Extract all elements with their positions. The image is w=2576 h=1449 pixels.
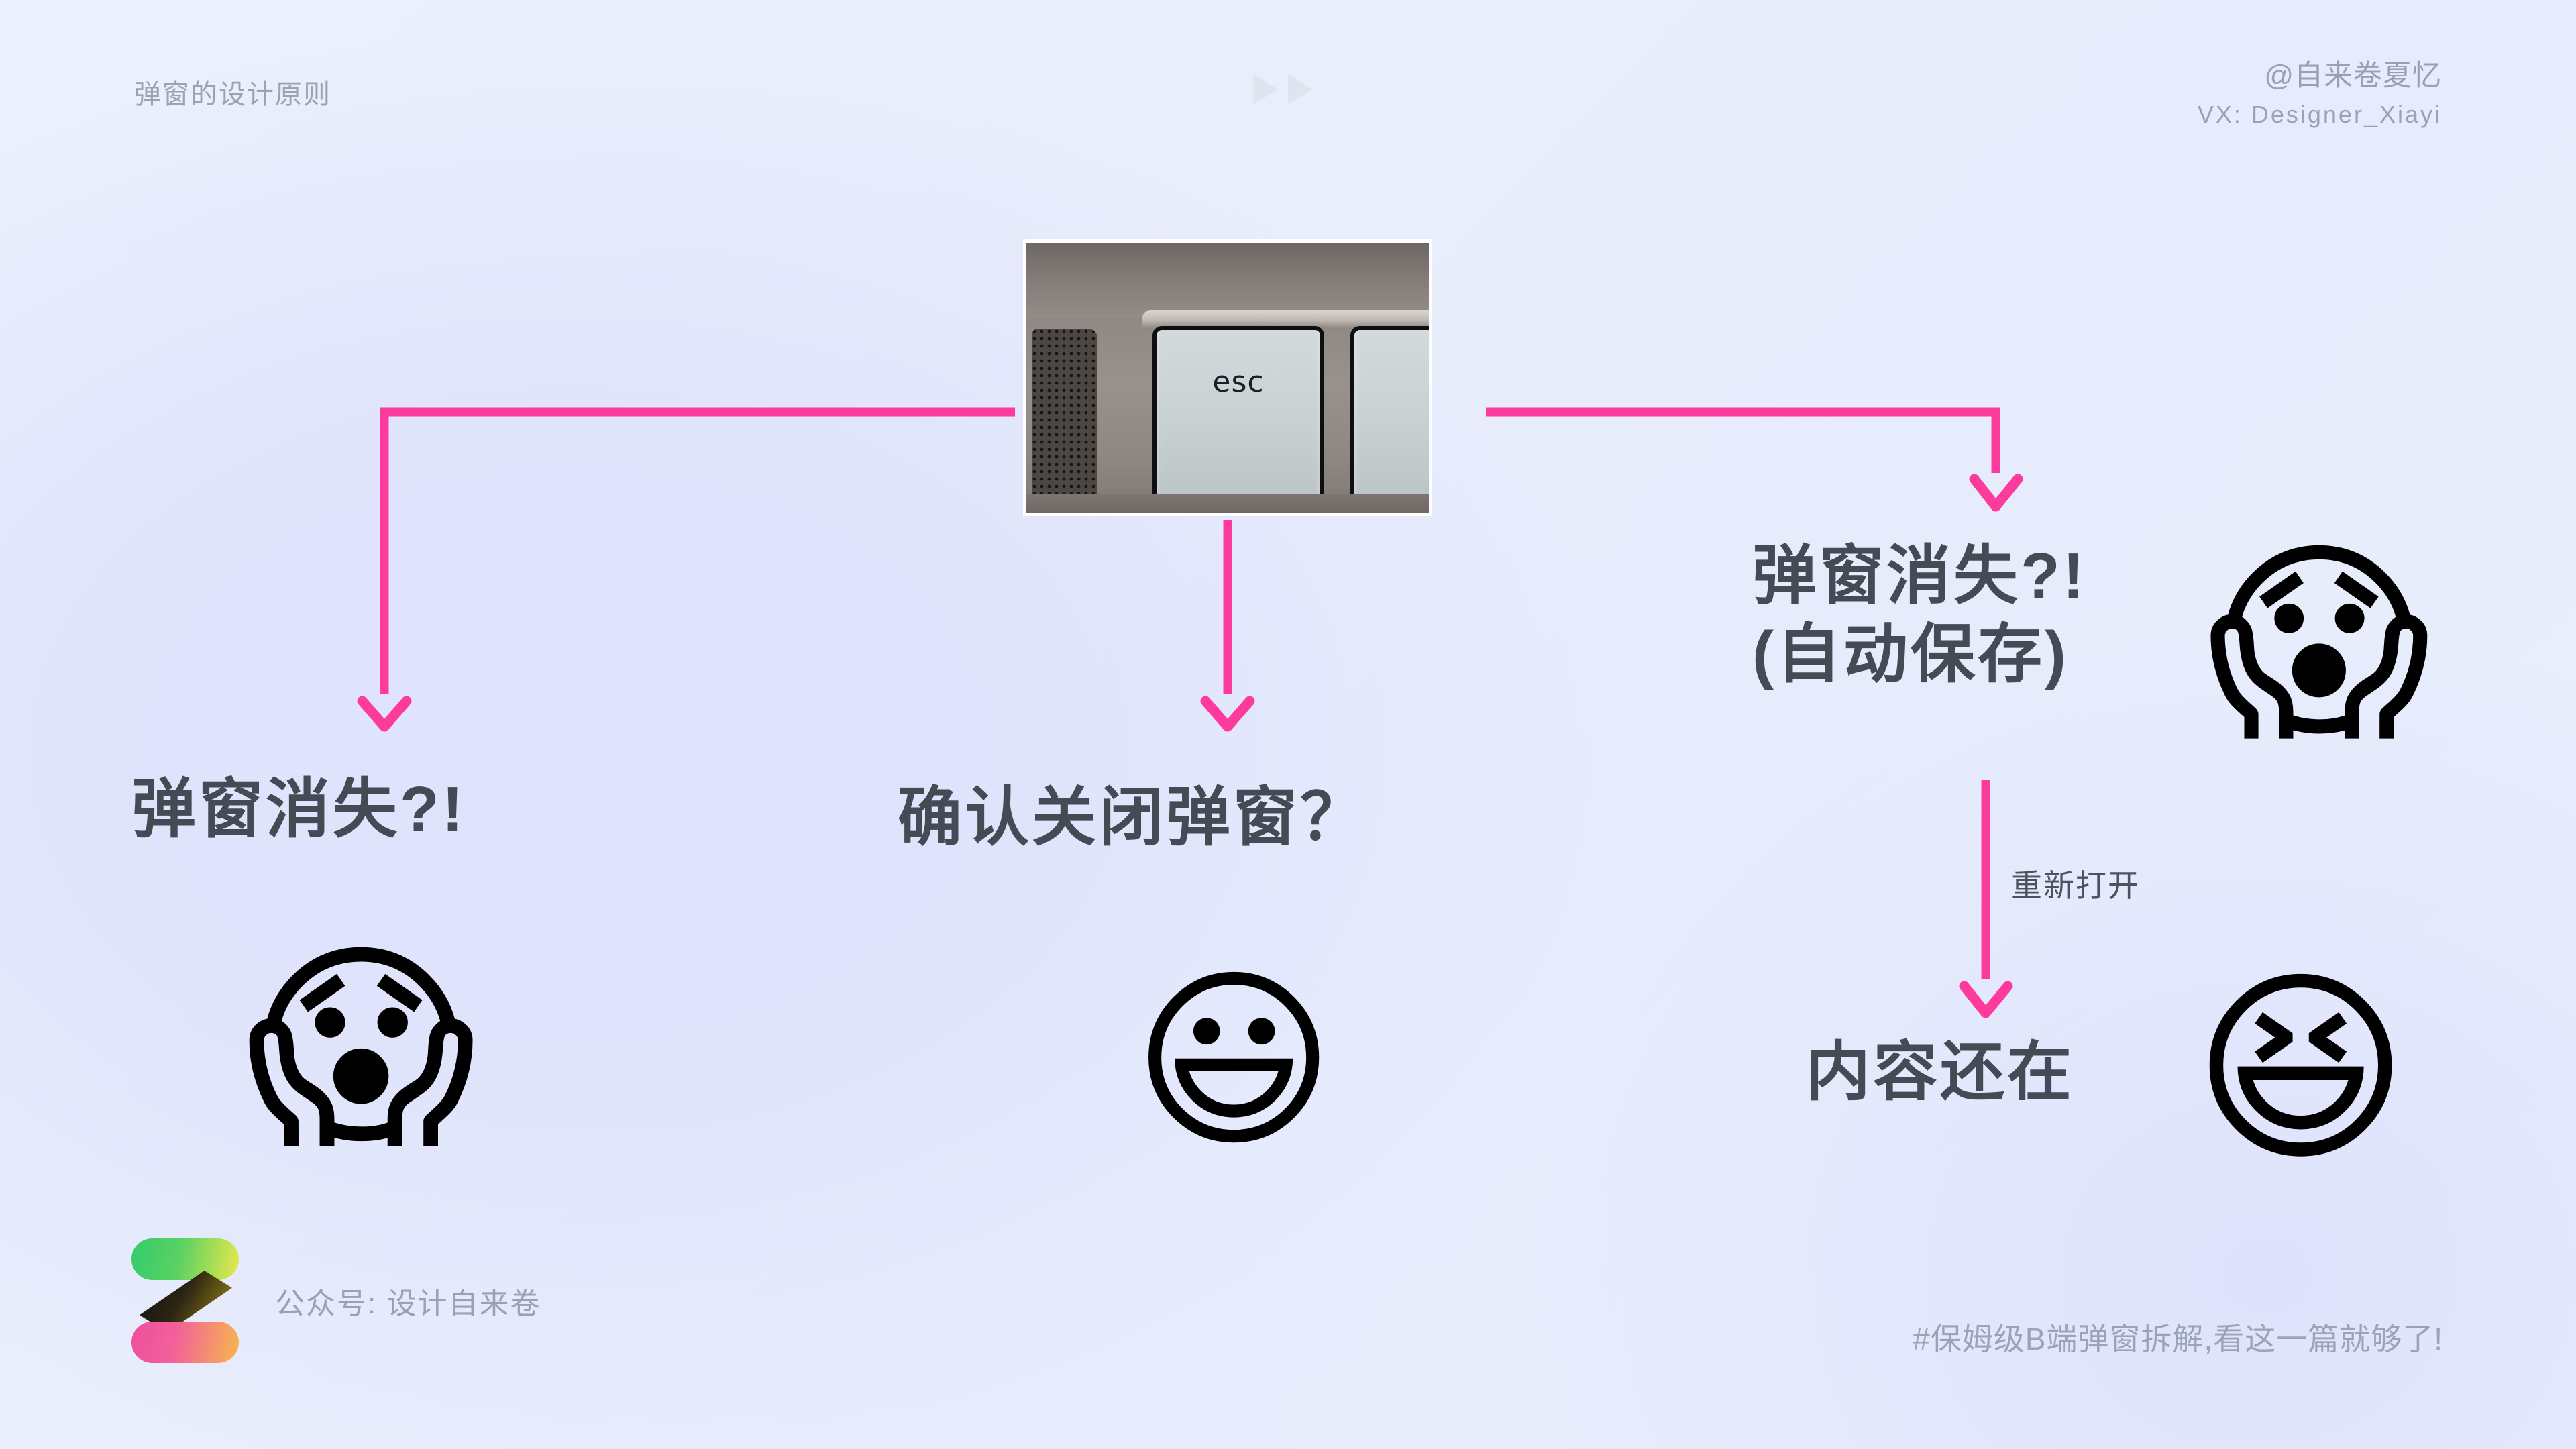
branch-right-label: 弹窗消失?! (自动保存)	[1752, 537, 2087, 694]
author-credit: @自来卷夏忆 VX: Designer_Xiayi	[2198, 60, 2442, 128]
play-triangle-icon	[1253, 74, 1277, 105]
arrowhead-reopen	[1959, 981, 2013, 1018]
grinning-face-with-big-eyes-icon: 😃	[1132, 949, 1336, 1175]
face-screaming-in-fear-icon: 😱	[246, 920, 477, 1177]
play-triangle-icon	[1288, 74, 1312, 105]
arrow-path-right	[1486, 407, 2000, 473]
wechat-account-label: 公众号: 设计自来卷	[275, 1287, 541, 1320]
author-handle: @自来卷夏忆	[2264, 60, 2442, 92]
branch-middle-label: 确认关闭弹窗？	[898, 782, 1367, 853]
footer-brand: 公众号: 设计自来卷	[131, 1238, 541, 1363]
hashtag-label: #保姆级B端弹窗拆解,看这一篇就够了!	[1913, 1322, 2443, 1356]
speaker-grille	[1032, 329, 1097, 513]
esc-key: esc	[1152, 326, 1324, 513]
esc-key-label: esc	[1212, 365, 1265, 399]
branch-right-label-line1: 弹窗消失?!	[1752, 540, 2087, 612]
page-title: 弹窗的设计原则	[134, 80, 331, 109]
brand-logo-icon	[131, 1238, 239, 1363]
laptop-chassis-top	[1026, 243, 1429, 318]
esc-key-photo: esc	[1023, 239, 1432, 516]
arrowhead-right	[1969, 474, 2023, 512]
arrowhead-middle	[1200, 696, 1255, 732]
reopen-step-label: 重新打开	[2011, 868, 2140, 903]
grinning-squinting-face-icon: 😆	[2192, 949, 2410, 1191]
logo-bar-top	[131, 1238, 239, 1280]
author-wechat-id: VX: Designer_Xiayi	[2197, 101, 2442, 129]
branch-left-label: 弹窗消失?!	[131, 773, 466, 845]
branch-right-label-line2: (自动保存)	[1752, 619, 2069, 691]
photo-body: esc	[1026, 243, 1429, 513]
arrowhead-left	[357, 696, 412, 732]
laptop-chassis-bottom	[1026, 494, 1429, 513]
arrow-path-left	[380, 407, 1015, 694]
logo-bar-bottom	[131, 1322, 239, 1363]
keyboard-bezel-lip	[1142, 310, 1429, 329]
branch-right-result-label: 内容还在	[1806, 1036, 2074, 1108]
forward-marks	[1253, 74, 1312, 105]
face-screaming-in-fear-icon: 😱	[2207, 519, 2431, 769]
adjacent-key	[1350, 326, 1429, 513]
